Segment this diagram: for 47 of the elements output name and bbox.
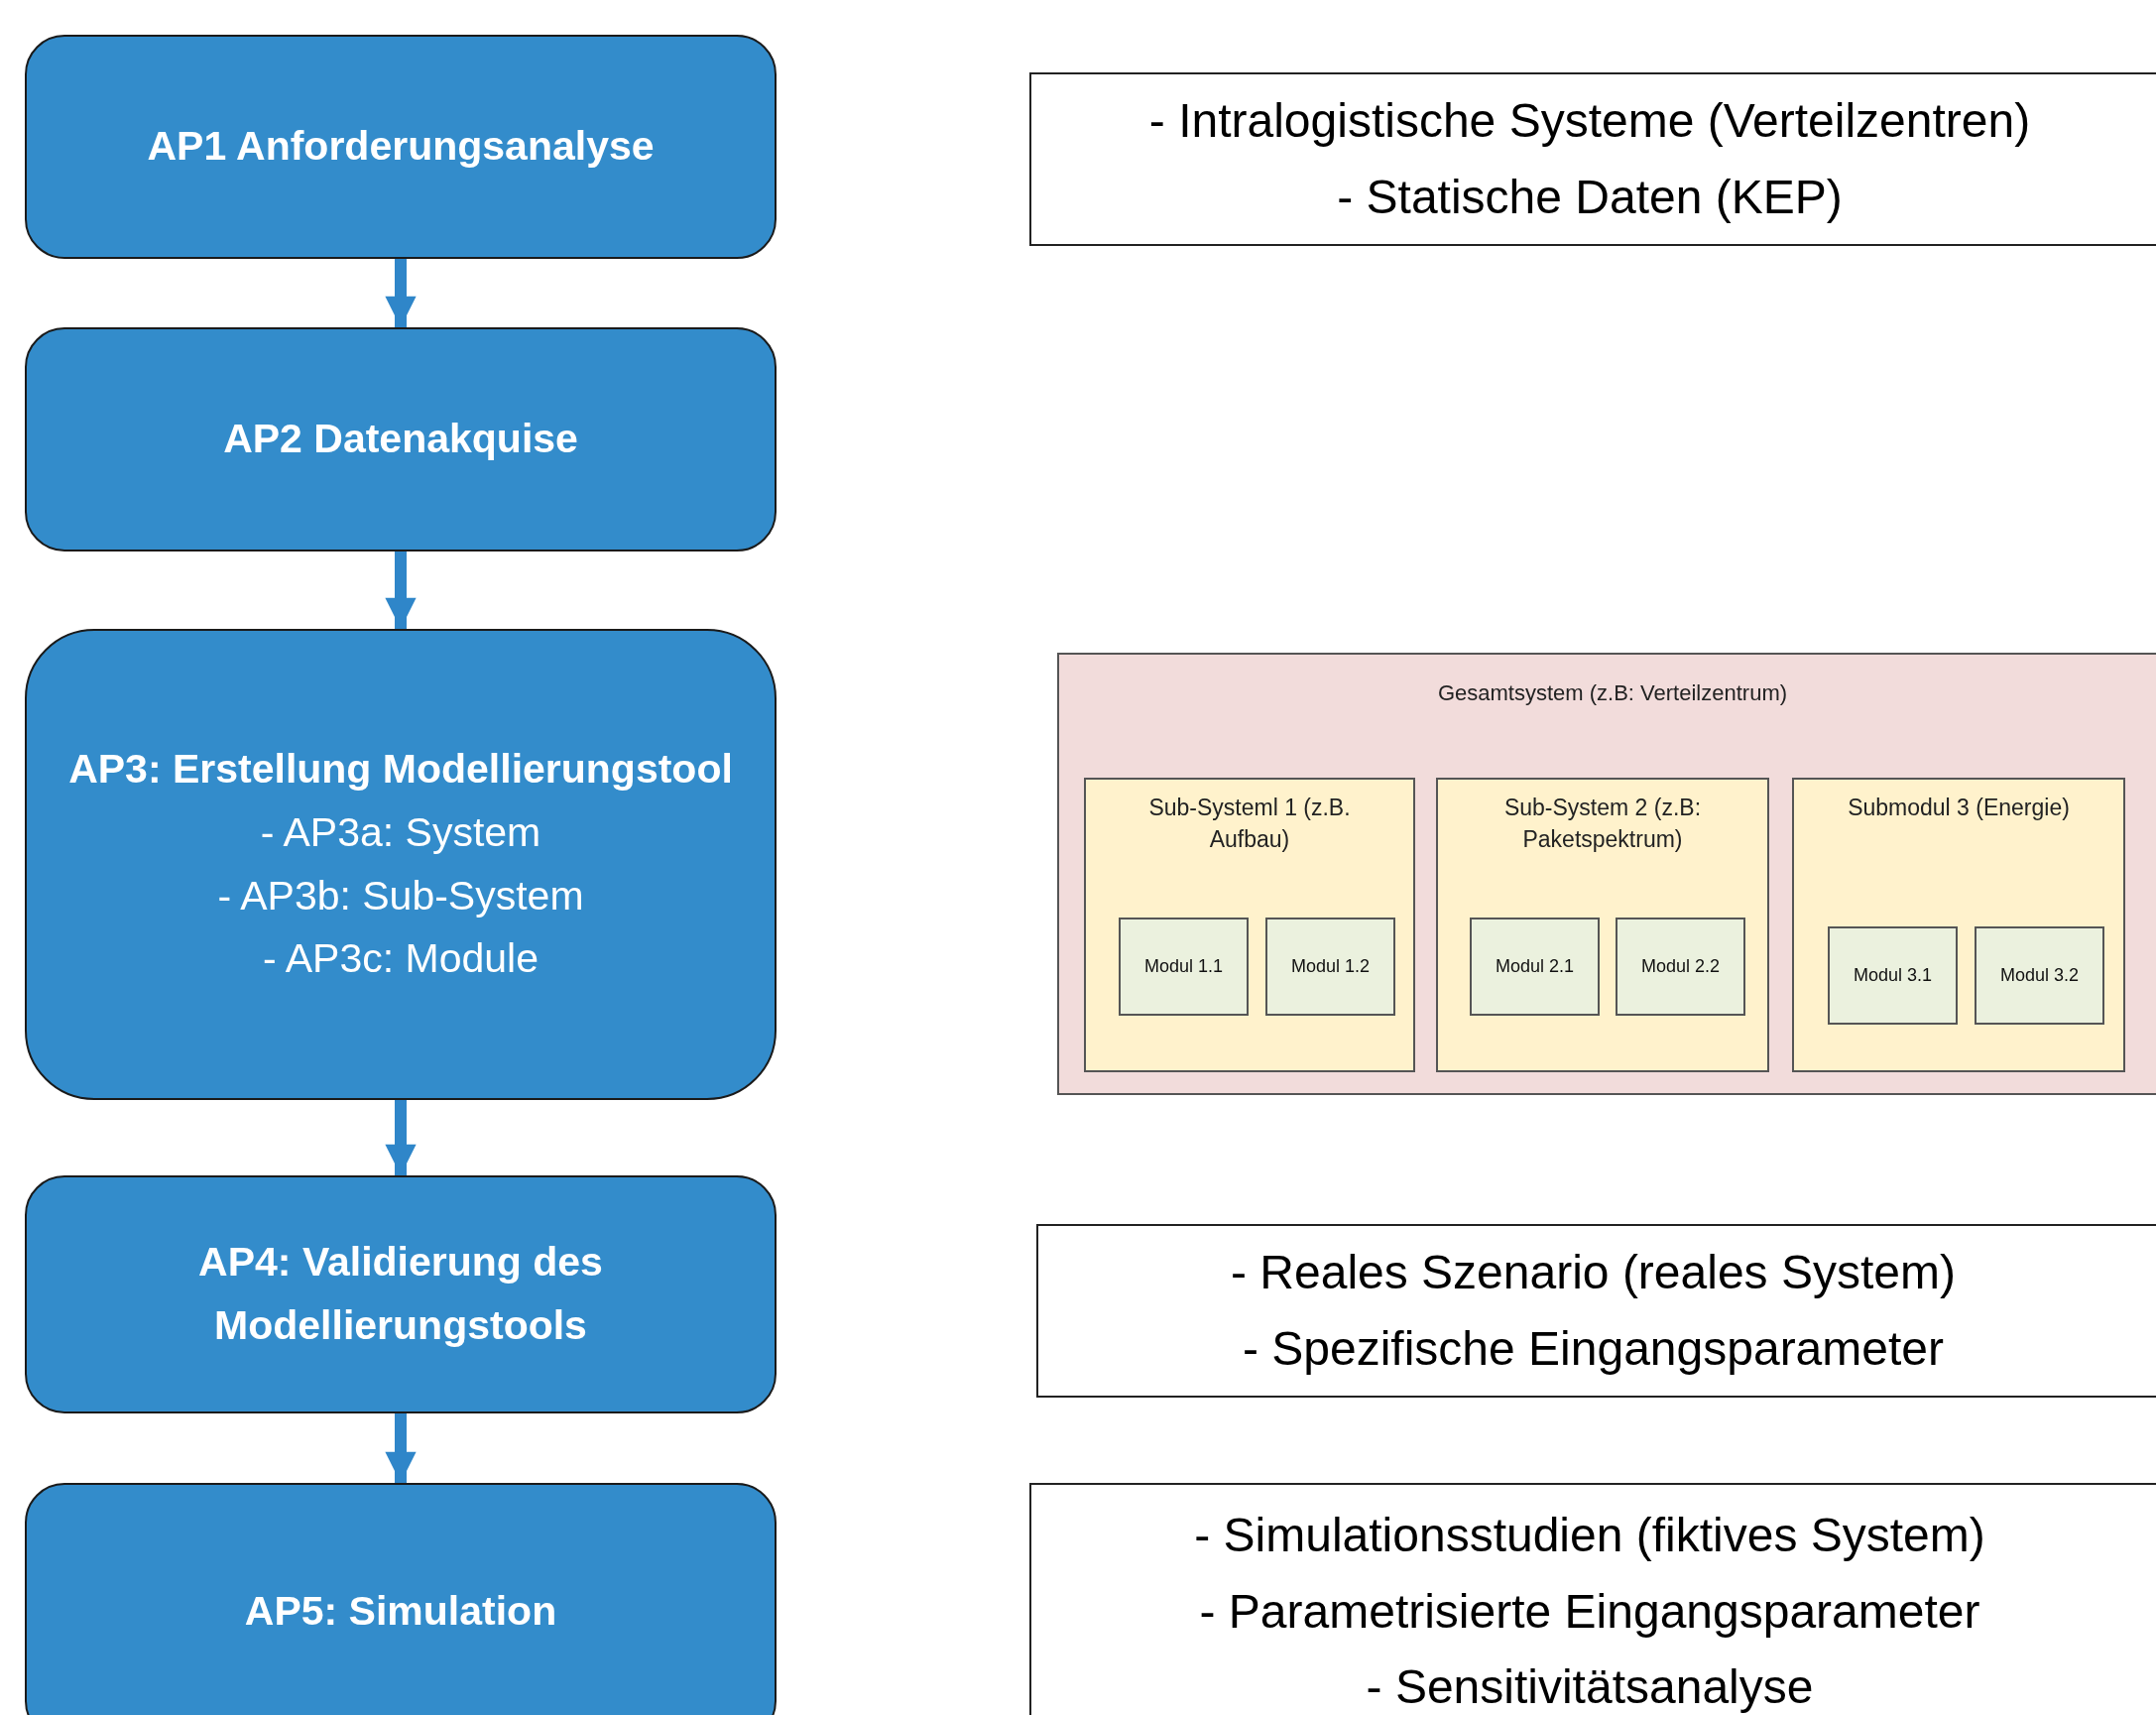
subsystem-label: Sub-Systeml 1 (z.B. Aufbau): [1147, 794, 1352, 855]
module-label: Modul 3.1: [1853, 963, 1933, 987]
process-box: [25, 35, 777, 259]
note-text: - Parametrisierte Eingangsparameter: [1199, 1583, 1980, 1640]
module-box: [1470, 918, 1600, 1016]
process-box: [25, 1483, 777, 1715]
module-label: Modul 1.1: [1143, 954, 1224, 978]
module-label: Modul 2.2: [1640, 954, 1721, 978]
note-text: - Statische Daten (KEP): [1337, 169, 1843, 225]
arrow: [385, 551, 417, 629]
note-text: - Reales Szenario (reales System): [1231, 1244, 1956, 1300]
system-label: Gesamtsystem (z.B: Verteilzentrum): [1437, 680, 1788, 706]
module-box: [1265, 918, 1395, 1016]
arrow: [385, 259, 417, 327]
note-box: [1029, 1483, 2156, 1715]
note-box: [1036, 1224, 2156, 1398]
module-box: [1119, 918, 1249, 1016]
step-label: AP2 Datenakquise: [223, 415, 578, 464]
step-label: AP3: Erstellung Modellierungstool: [68, 745, 733, 795]
arrow: [385, 1413, 417, 1483]
module-box: [1975, 926, 2104, 1025]
module-label: Modul 3.2: [1999, 963, 2080, 987]
process-box: [25, 629, 777, 1100]
note-text: - Spezifische Eingangsparameter: [1242, 1320, 1944, 1377]
note-text: - Sensitivitätsanalyse: [1366, 1659, 1814, 1715]
note-text: - Intralogistische Systeme (Verteilzentren): [1148, 92, 2031, 149]
process-box: [25, 1175, 777, 1413]
note-text: - Simulationsstudien (fiktives System): [1194, 1507, 1985, 1563]
step-label: - AP3b: Sub-System: [217, 871, 584, 920]
note-box: [1029, 72, 2156, 246]
step-label: - AP3a: System: [260, 807, 541, 857]
subsystem-box: [1792, 778, 2125, 1072]
system-box: [1057, 653, 2156, 1095]
module-label: Modul 2.1: [1495, 954, 1575, 978]
step-label: - AP3c: Module: [263, 934, 539, 984]
subsystem-box: [1436, 778, 1769, 1072]
arrow: [385, 1100, 417, 1175]
subsystem-label: Submodul 3 (Energie): [1848, 794, 2070, 822]
module-box: [1828, 926, 1958, 1025]
step-label: AP4: Validierung des Modellierungstools: [197, 1238, 604, 1350]
step-label: AP1 Anforderungsanalyse: [147, 122, 655, 172]
module-box: [1616, 918, 1745, 1016]
step-label: AP5: Simulation: [244, 1587, 557, 1637]
process-box: [25, 327, 777, 551]
subsystem-label: Sub-System 2 (z.B: Paketspektrum): [1502, 794, 1703, 855]
module-label: Modul 1.2: [1290, 954, 1371, 978]
subsystem-box: [1084, 778, 1415, 1072]
